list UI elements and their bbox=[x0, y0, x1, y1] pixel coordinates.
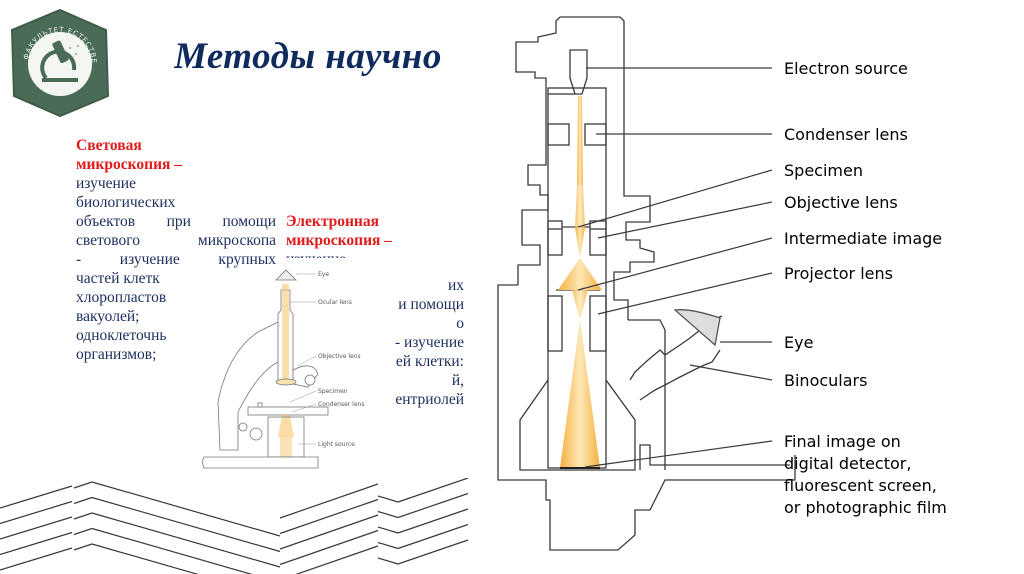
stripe-line bbox=[73, 543, 93, 551]
stripe-line bbox=[91, 512, 281, 568]
stripe-line bbox=[397, 539, 469, 565]
stripe-line bbox=[397, 523, 469, 550]
label-intermediate-image: Intermediate image bbox=[784, 229, 942, 248]
stripe-line bbox=[0, 485, 73, 509]
stripe-line bbox=[397, 492, 469, 519]
electron-beam bbox=[558, 96, 602, 468]
text-line: объектов при помощи bbox=[76, 213, 276, 230]
stripe-line bbox=[279, 483, 379, 519]
label-condenser-lens: Condenser lens bbox=[318, 401, 364, 408]
label-binoculars: Binoculars bbox=[784, 371, 867, 390]
stripe-line bbox=[397, 478, 469, 503]
label-ocular-lens: Ocular lens bbox=[318, 299, 352, 306]
faculty-logo: ФАКУЛЬТЕТ ЕСТЕСТВЕННЫХ НАУК bbox=[8, 8, 110, 118]
light-microscope-diagram: Eye Ocular lens Objective lens Specimen … bbox=[201, 269, 364, 469]
text-line: частей клетк bbox=[76, 270, 160, 287]
stripe-line bbox=[73, 527, 93, 536]
eye-icon bbox=[673, 309, 721, 347]
label-eye: Eye bbox=[784, 333, 813, 352]
text-line: ей клетки: bbox=[395, 353, 464, 370]
stripe-line bbox=[295, 545, 379, 574]
label-condenser-lens: Condenser lens bbox=[784, 125, 908, 144]
label-final-image-2: digital detector, bbox=[784, 454, 911, 473]
text-line: й, bbox=[451, 372, 464, 389]
label-electron-source: Electron source bbox=[784, 59, 908, 78]
text-line: организмов; bbox=[76, 346, 157, 363]
label-final-image-4: or photographic film bbox=[784, 498, 947, 517]
stripe-line bbox=[397, 508, 469, 534]
stripe-line bbox=[0, 531, 73, 556]
electron-microscopy-text: Электронная микроскопия – изучение bbox=[286, 212, 466, 258]
label-specimen: Specimen bbox=[784, 161, 863, 180]
stripe-line bbox=[73, 512, 93, 520]
decorative-stripes bbox=[0, 478, 469, 574]
light-microscopy-text: Световая микроскопия – изучение биологич… bbox=[76, 136, 276, 364]
label-final-image-3: fluorescent screen, bbox=[784, 476, 937, 495]
stripe-line bbox=[377, 557, 399, 565]
label-projector-lens: Projector lens bbox=[784, 264, 893, 283]
electron-microscopy-partial-text: их и помощи о - изучение ей клетки: й, е… bbox=[370, 276, 464, 409]
light-microscopy-heading: Световая микроскопия – bbox=[76, 137, 183, 173]
label-specimen: Specimen bbox=[318, 388, 348, 395]
text-line: ентриолей bbox=[395, 391, 464, 408]
stripe-line bbox=[91, 527, 253, 574]
text-line: светового микроскопа bbox=[76, 232, 276, 249]
text-line: изучение bbox=[286, 250, 466, 258]
stripe-line bbox=[377, 510, 399, 519]
text-line: вакуолей; bbox=[76, 308, 140, 325]
stripe-line bbox=[91, 543, 199, 574]
label-light-source: Light source bbox=[318, 441, 355, 448]
label-objective-lens: Objective lens bbox=[784, 193, 898, 212]
stripe-line bbox=[73, 481, 93, 489]
stripe-line bbox=[279, 529, 379, 566]
tem-diagram: Electron source Condenser lens Specimen … bbox=[490, 0, 1024, 574]
label-final-image-1: Final image on bbox=[784, 432, 901, 451]
label-eye: Eye bbox=[318, 271, 329, 278]
stripe-line bbox=[91, 481, 281, 537]
text-line: одноклеточнь bbox=[76, 327, 167, 344]
stripe-line bbox=[91, 496, 281, 553]
text-line: - изучение крупных bbox=[76, 251, 276, 268]
text-line: о bbox=[456, 315, 464, 332]
stripe-line bbox=[279, 498, 379, 535]
label-objective-lens: Objective lens bbox=[318, 353, 361, 360]
stripe-line bbox=[377, 526, 399, 534]
text-line: хлоропластов bbox=[76, 289, 167, 306]
stripe-line bbox=[0, 516, 73, 540]
slide-title: Методы научно bbox=[174, 36, 442, 77]
electron-microscopy-heading-line2: микроскопия – bbox=[286, 232, 393, 249]
text-line: и помощи bbox=[398, 296, 464, 313]
stripe-line bbox=[377, 541, 399, 550]
stripe-line bbox=[0, 547, 73, 571]
text-line: изучение bbox=[76, 175, 136, 192]
stripe-line bbox=[279, 514, 379, 550]
stripe-line bbox=[0, 500, 73, 525]
text-line: биологических bbox=[76, 194, 176, 211]
stripe-line bbox=[377, 495, 399, 503]
stripe-line bbox=[73, 496, 93, 505]
text-line: - изучение bbox=[394, 334, 464, 351]
microscope-emblem-icon bbox=[40, 40, 79, 82]
eye-icon bbox=[275, 269, 297, 281]
text-line: их bbox=[447, 277, 464, 294]
electron-microscopy-heading-line1: Электронная bbox=[286, 213, 379, 230]
